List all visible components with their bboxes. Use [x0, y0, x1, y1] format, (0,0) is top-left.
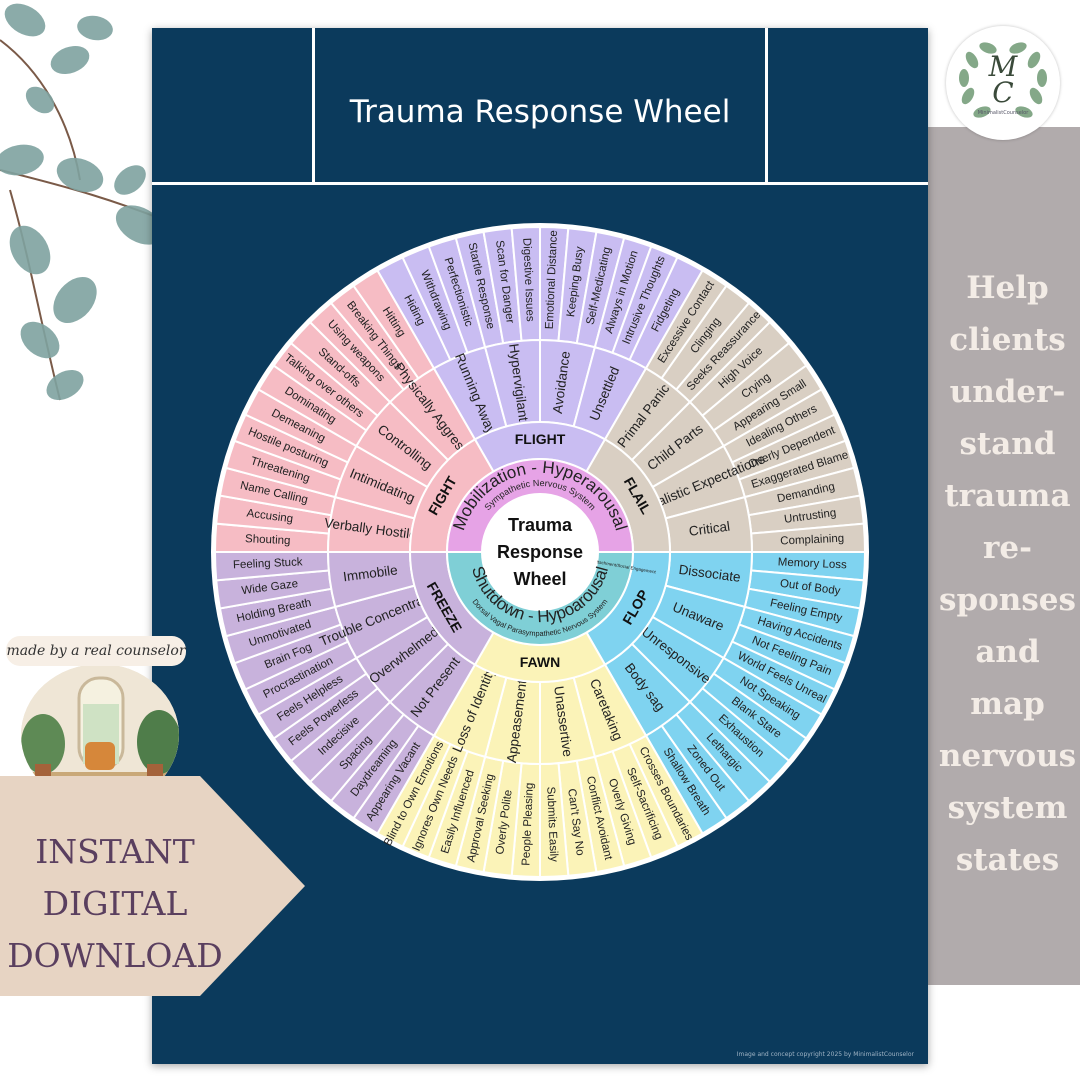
side-panel	[928, 127, 1080, 985]
side-panel-line: under-	[949, 374, 1066, 410]
poster-title: Trauma Response Wheel	[349, 94, 731, 130]
section-name: FLIGHT	[515, 431, 566, 447]
word-label: Digestive Issues	[520, 238, 536, 322]
word-label: Emotional Distance	[544, 230, 560, 330]
download-line-2: DIGITAL	[42, 884, 188, 923]
word-label: Feeling Stuck	[233, 556, 303, 571]
center-title: Wheel	[513, 569, 566, 589]
download-arrow-shape	[0, 776, 305, 996]
instant-download-text: INSTANT DIGITAL DOWNLOAD	[0, 826, 230, 982]
side-panel-line: sponses	[939, 582, 1076, 618]
side-panel-line: system	[947, 790, 1068, 826]
side-panel-line: re-	[983, 530, 1032, 566]
title-border-right	[765, 28, 768, 183]
word-label: People Pleasing	[520, 782, 536, 866]
made-by-counselor-label: made by a real counselor	[6, 636, 186, 666]
copyright-text: Image and concept copyright 2025 by Mini…	[736, 1051, 914, 1058]
side-panel-line: trauma	[944, 478, 1071, 514]
word-label: Submits Easily	[544, 786, 559, 862]
feeling-label: Critical	[688, 519, 731, 539]
side-panel-line: nervous	[938, 738, 1077, 774]
side-panel-line: states	[955, 842, 1060, 878]
word-label: Shouting	[245, 533, 291, 547]
leaf-wreath-icon	[959, 42, 1047, 118]
center-title: Response	[497, 542, 583, 562]
download-line-3: DOWNLOAD	[7, 936, 223, 975]
word-label: Memory Loss	[777, 556, 847, 571]
wheel-center	[482, 494, 598, 610]
section-name: FAWN	[520, 654, 560, 670]
title-divider	[152, 182, 928, 185]
word-label: Complaining	[780, 533, 844, 548]
side-panel-line: clients	[949, 322, 1066, 358]
feeling-label: Immobile	[342, 562, 398, 584]
side-panel-line: Help	[966, 270, 1049, 306]
side-panel-text: Help clients under-stand trauma re-sponses an…	[935, 262, 1080, 886]
logo-caption: MinimalistCounselor	[977, 110, 1029, 116]
download-line-1: INSTANT	[35, 832, 195, 871]
center-title: Trauma	[508, 515, 573, 535]
side-panel-line: and map	[970, 634, 1045, 722]
title-border-left	[312, 28, 315, 183]
side-panel-line: stand	[959, 426, 1056, 462]
